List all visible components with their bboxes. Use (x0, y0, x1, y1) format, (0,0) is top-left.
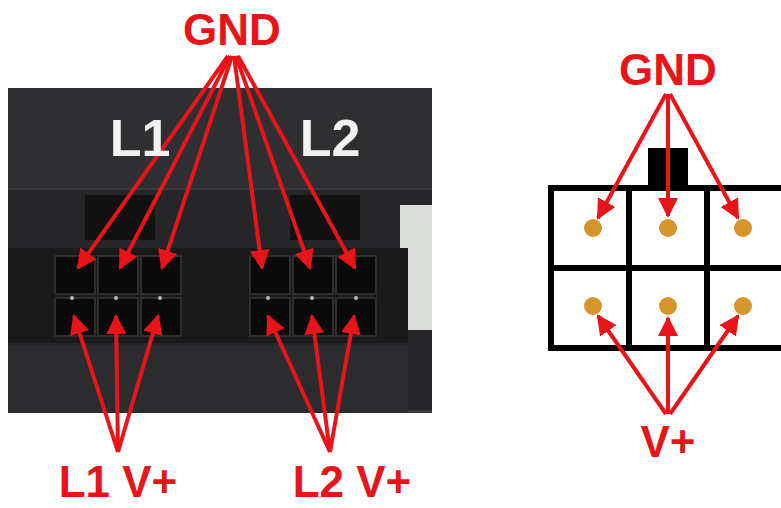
port-marking: L1 (110, 112, 171, 164)
leader-arrows (74, 56, 738, 452)
connector-photo (8, 88, 432, 413)
power-label: L2 V+ (293, 460, 412, 504)
power-label: L1 V+ (59, 460, 178, 504)
power-label: V+ (640, 420, 695, 464)
ground-label: GND (183, 8, 281, 52)
ground-label: GND (619, 48, 717, 92)
port-marking: L2 (300, 112, 361, 164)
